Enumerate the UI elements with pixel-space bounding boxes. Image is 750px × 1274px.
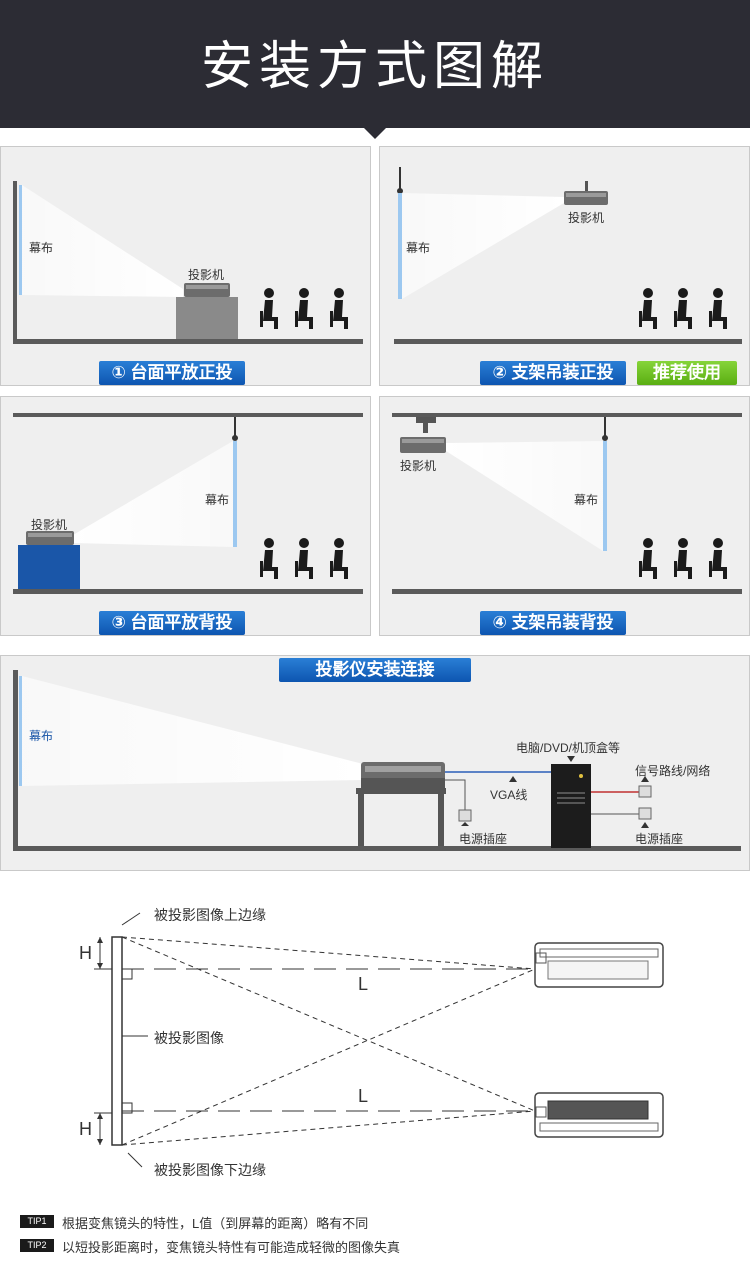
distance-diagram xyxy=(94,912,664,1168)
panel-desk-front: 幕布 投影机 ① 台面平放正投 xyxy=(0,146,371,386)
tip2-text: 以短投影距离时，变焦镜头特性有可能造成轻微的图像失真 xyxy=(62,1240,401,1255)
projector-label: 投影机 xyxy=(568,211,605,225)
connection-screen-label: 幕布 xyxy=(29,729,54,743)
screen-label: 幕布 xyxy=(29,241,54,255)
tip1-text: 根据变焦镜头的特性，L值（到屏幕的距离）略有不同 xyxy=(62,1216,369,1231)
header-bar xyxy=(0,0,750,128)
bottom-edge-label: 被投影图像下边缘 xyxy=(154,1162,266,1178)
panel-ceiling-rear: 幕布 投影机 ④ 支架吊装背投 xyxy=(379,396,750,636)
projector-label: 投影机 xyxy=(188,268,225,282)
connection-title: 投影仪安装连接 xyxy=(279,658,471,682)
top-edge-label: 被投影图像上边缘 xyxy=(154,907,266,923)
screen-label: 幕布 xyxy=(574,493,599,507)
screen-label: 幕布 xyxy=(406,241,431,255)
recommended-badge: 推荐使用 xyxy=(637,361,737,385)
tip2-tag: TIP2 xyxy=(20,1239,54,1252)
desk-rear-illustration xyxy=(13,413,363,594)
computer-label: 电脑/DVD/机顶盒等 xyxy=(516,741,621,755)
projector-label: 投影机 xyxy=(31,518,68,532)
signal-label: 信号路线/网络 xyxy=(635,764,711,778)
screen-label: 幕布 xyxy=(205,493,230,507)
mode-badge-ceiling-front: ② 支架吊装正投 xyxy=(480,361,626,385)
ceiling-front-illustration xyxy=(394,167,742,344)
connection-illustration xyxy=(13,670,741,851)
power-outlet-right-label: 电源插座 xyxy=(635,832,684,846)
header-pointer xyxy=(363,127,387,139)
tip1-tag: TIP1 xyxy=(20,1215,54,1228)
desk-front-illustration xyxy=(13,181,363,344)
mode-badge-ceiling-rear: ④ 支架吊装背投 xyxy=(480,611,626,635)
h-label-top: H xyxy=(79,943,92,963)
vga-label: VGA线 xyxy=(490,788,528,802)
ceiling-rear-illustration xyxy=(392,413,742,594)
panel-desk-rear: 幕布 投影机 ③ 台面平放背投 xyxy=(0,396,371,636)
h-label-bottom: H xyxy=(79,1119,92,1139)
page-title: 安装方式图解 xyxy=(200,38,549,96)
image-label: 被投影图像 xyxy=(154,1030,224,1046)
mode-badge-desk-front: ① 台面平放正投 xyxy=(99,361,245,385)
l-label-bottom: L xyxy=(358,1086,369,1106)
mode-badge-desk-rear: ③ 台面平放背投 xyxy=(99,611,245,635)
l-label-top: L xyxy=(358,974,369,994)
projector-label: 投影机 xyxy=(400,459,437,473)
panel-ceiling-front: 幕布 投影机 ② 支架吊装正投 推荐使用 xyxy=(379,146,750,386)
panel-connection: 投影仪安装连接 幕布 电脑/DVD/机顶盒等 VGA线 电源插座 信号路线/网络… xyxy=(0,655,750,871)
power-outlet-left-label: 电源插座 xyxy=(459,832,508,846)
